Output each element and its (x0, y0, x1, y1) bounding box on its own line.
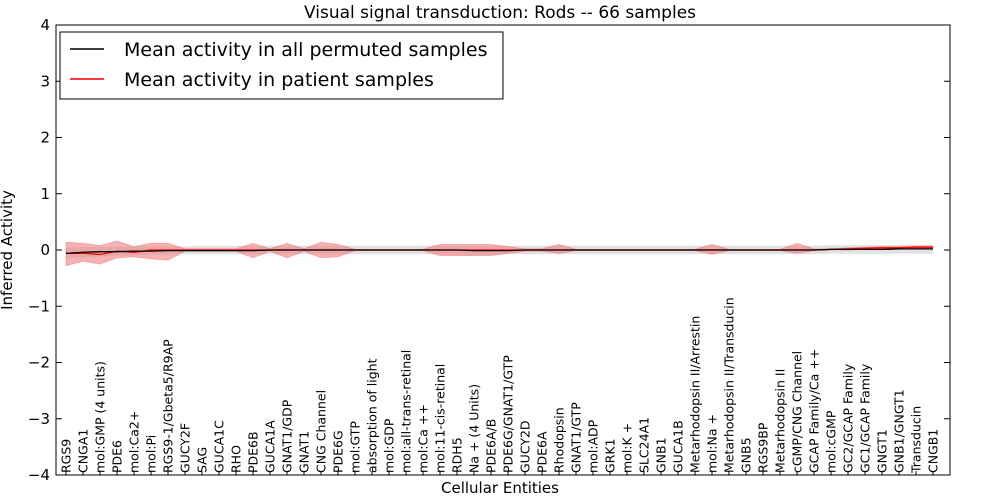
legend-label-permuted: Mean activity in all permuted samples (124, 39, 487, 61)
x-category-label: Metarhodopsin II (773, 369, 788, 473)
x-category-label: Rhodopsin (552, 407, 567, 473)
y-tick-label: −4 (28, 466, 50, 484)
x-category-label: Metarhodopsin II/Transducin (722, 297, 737, 473)
x-category-label: SAG (195, 447, 210, 473)
x-category-label: RGS9BP (756, 422, 771, 473)
x-category-label: Na + (4 Units) (467, 384, 482, 473)
x-category-label: RGS9 (59, 439, 74, 473)
x-category-label: mol:Pi (144, 435, 159, 473)
x-category-label: GCAP Family/Ca ++ (807, 349, 822, 473)
x-category-label: mol:GTP (348, 421, 363, 473)
x-category-label: mol:11-cis-retinal (433, 364, 448, 473)
legend: Mean activity in all permuted samples Me… (59, 31, 504, 100)
x-category-label: SLC24A1 (637, 417, 652, 473)
x-category-label: mol:all-trans-retinal (399, 350, 414, 473)
x-category-label: GUCY2D (518, 420, 533, 473)
x-category-label: PDE6 (110, 440, 125, 473)
x-category-label: PDE6A (535, 431, 550, 473)
confidence-bands (65, 240, 934, 267)
legend-box (59, 31, 504, 100)
y-tick-label: 2 (40, 129, 50, 147)
chart-title: Visual signal transduction: Rods -- 66 s… (304, 3, 696, 23)
x-category-label: CNGA1 (76, 429, 91, 473)
x-category-label: cGMP/CNG Channel (790, 351, 805, 473)
y-axis-ticks: −4 −3 −2 −1 0 1 2 3 4 (28, 16, 950, 484)
x-category-label: mol:Na + (705, 414, 720, 473)
x-category-label: absorption of light (365, 358, 380, 473)
x-category-label: mol:Ca ++ (416, 404, 431, 473)
x-category-label: CNGB1 (926, 429, 941, 473)
x-category-label: GNAT1/GDP (280, 399, 295, 473)
y-tick-label: 1 (40, 185, 50, 203)
x-category-label: GC1/GCAP Family (858, 363, 873, 473)
x-category-label: GNB1 (654, 437, 669, 473)
x-category-label: GNGT1 (875, 429, 890, 473)
series-line-permuted (65, 248, 933, 255)
x-category-label: GNAT1/GTP (569, 402, 584, 473)
x-category-label: GUCA1C (212, 420, 227, 473)
x-category-label: GNAT1 (297, 431, 312, 473)
x-axis-label: Cellular Entities (441, 479, 559, 497)
x-category-label: Transducin (909, 406, 924, 474)
x-category-label: PDE6A/B (484, 419, 499, 473)
x-category-label: GUCA1A (263, 420, 278, 473)
x-category-label: mol:GDP (382, 418, 397, 473)
y-tick-label: −2 (28, 354, 50, 372)
x-category-label: PDE6B (246, 431, 261, 473)
x-category-label: RDH5 (450, 437, 465, 473)
legend-label-patient: Mean activity in patient samples (124, 69, 434, 91)
x-category-label: GUCY2F (178, 423, 193, 473)
y-axis-label: Inferred Activity (0, 190, 16, 310)
x-category-label: GC2/GCAP Family (841, 363, 856, 473)
x-category-label: RHO (229, 445, 244, 473)
x-category-label: mol:K + (620, 423, 635, 473)
y-tick-label: 3 (40, 72, 50, 90)
x-category-label: GNB5 (739, 437, 754, 473)
y-tick-label: 4 (40, 16, 50, 34)
x-category-label: PDE6G/GNAT1/GTP (501, 355, 516, 473)
y-tick-label: −1 (28, 297, 50, 315)
x-category-label: CNG Channel (314, 390, 329, 473)
x-category-label: PDE6G (331, 430, 346, 473)
x-category-label: Metarhodopsin II/Arrestin (688, 316, 703, 473)
x-category-label: mol:Ca2+ (127, 411, 142, 473)
x-category-label: RGS9-1/Gbeta5/R9AP (161, 339, 176, 473)
x-category-label: mol:GMP (4 units) (93, 361, 108, 473)
y-tick-label: −3 (28, 410, 50, 428)
x-category-label: GUCA1B (671, 420, 686, 473)
x-category-label: GRK1 (603, 438, 618, 473)
y-tick-label: 0 (40, 241, 50, 259)
series-lines (65, 246, 933, 256)
x-category-label: GNB1/GNGT1 (892, 389, 907, 473)
x-category-label: mol:ADP (586, 419, 601, 473)
x-category-label: mol:cGMP (824, 410, 839, 473)
